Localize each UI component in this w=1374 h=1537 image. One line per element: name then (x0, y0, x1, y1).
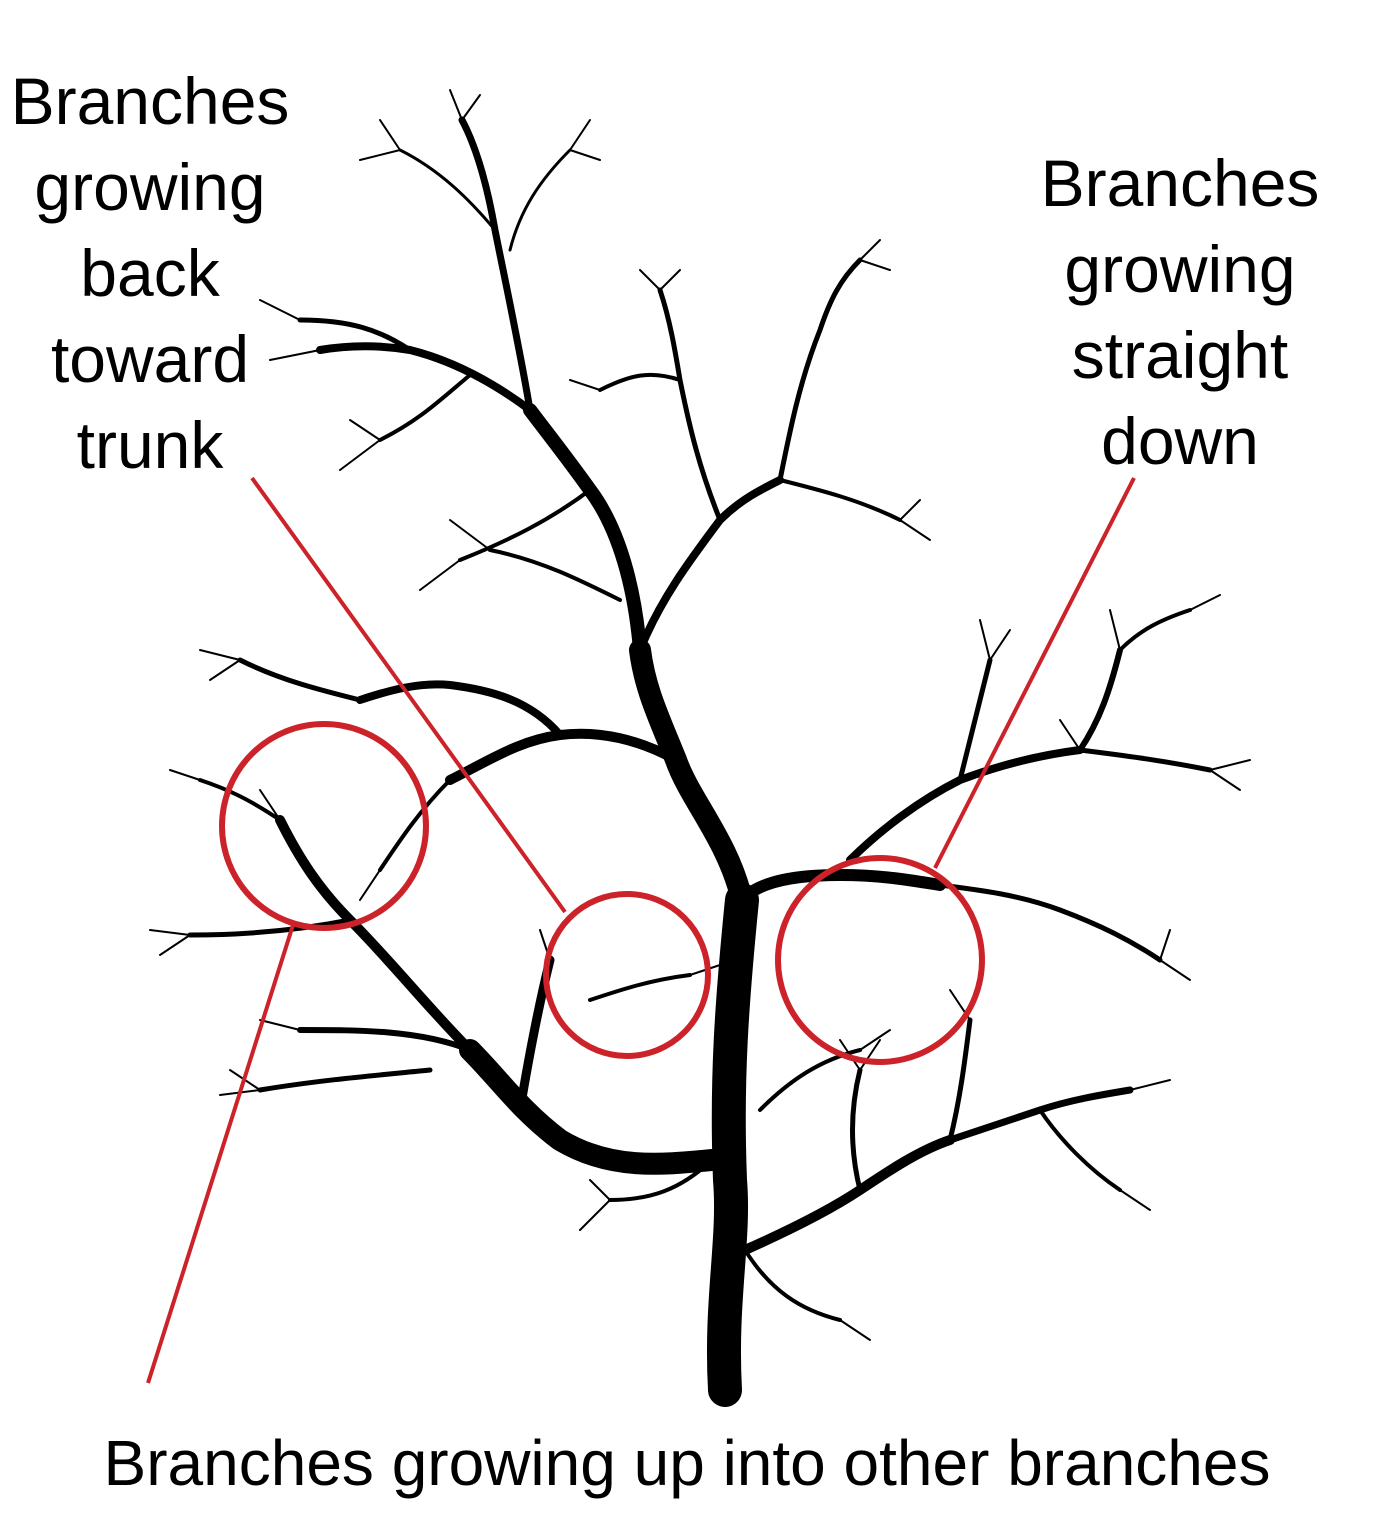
right-scaffold (736, 869, 946, 906)
upper-left-scaffold (316, 342, 534, 414)
label-line: growing (1064, 232, 1296, 306)
left-middle-scaffold (445, 728, 681, 785)
leader-line-back-toward-trunk (250, 476, 567, 914)
annotations (146, 476, 1136, 1384)
leader (523, 403, 647, 657)
annotation-circle-left (219, 721, 429, 931)
label-straight-down: Branches growing straight down (1030, 140, 1330, 484)
leader-top (458, 116, 534, 414)
leader-line-up-into-other (146, 924, 295, 1384)
right-lower-scaffold (740, 1135, 955, 1255)
trunk (706, 883, 759, 1407)
label-line: straight (1071, 318, 1289, 392)
label-line: back (80, 236, 220, 310)
label-line: toward (50, 322, 250, 396)
tree-silhouette (187, 116, 1213, 1407)
label-back-toward-trunk: Branches growing back toward trunk (0, 58, 300, 488)
label-line: Branches (10, 64, 290, 138)
annotation-circle-middle (543, 891, 711, 1059)
leader-line-straight-down (933, 477, 1136, 869)
label-line: Branches (1040, 146, 1320, 220)
left-lower-scaffold (459, 1039, 723, 1175)
label-line: growing (34, 150, 266, 224)
trunk-upper (629, 639, 753, 911)
label-line: trunk (76, 408, 224, 482)
label-line: down (1101, 404, 1259, 478)
upper-right-scaffold (636, 476, 784, 654)
label-up-into-other-branches: Branches growing up into other branches (103, 1427, 1271, 1499)
annotation-circle-right (775, 855, 985, 1065)
